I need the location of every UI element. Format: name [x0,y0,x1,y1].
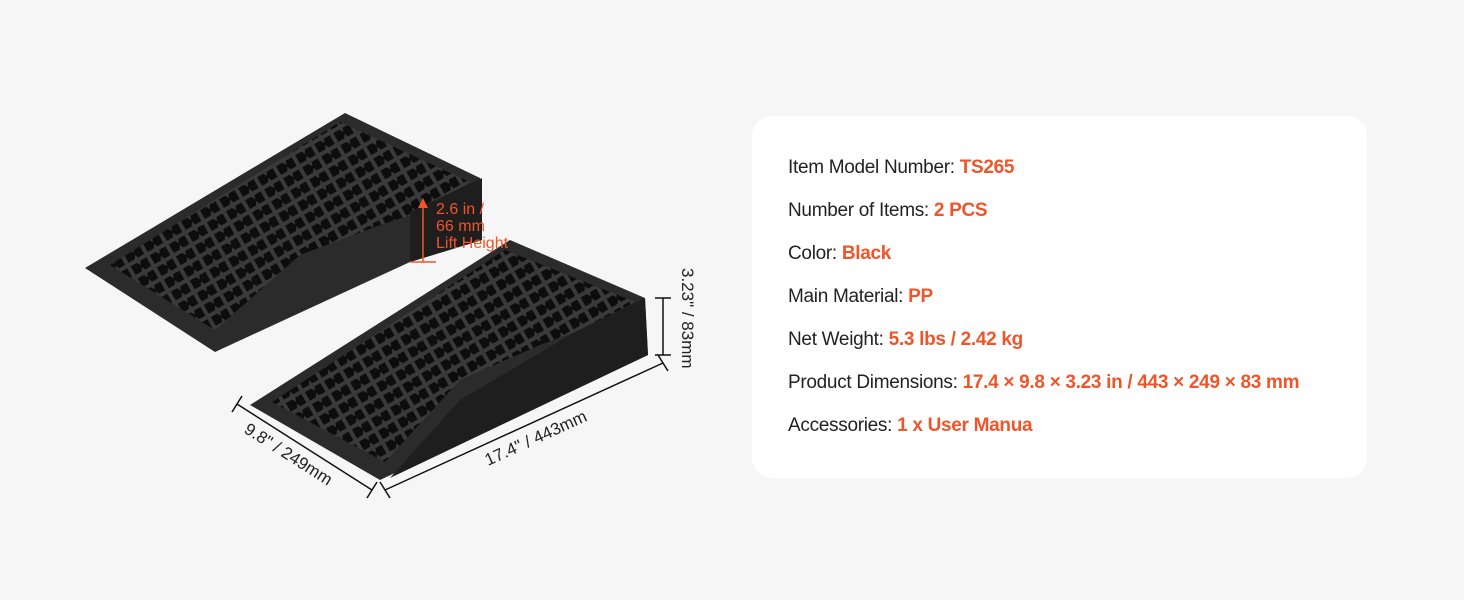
specs-card: Item Model Number: TS265 Number of Items… [752,116,1367,478]
spec-label: Accessories: [788,415,898,436]
spec-value: PP [908,286,933,307]
lift-height-annotation: 2.6 in / 66 mm Lift Height [410,198,509,263]
spec-net-weight: Net Weight: 5.3 lbs / 2.42 kg [788,329,1023,351]
lift-height-mm: 66 mm [436,218,485,235]
spec-dimensions: Product Dimensions: 17.4 × 9.8 × 3.23 in… [788,372,1299,394]
spec-value: 2 PCS [933,200,988,221]
spec-color: Color: Black [788,243,891,265]
spec-label: Number of Items: [788,200,934,221]
spec-label: Net Weight: [788,329,889,350]
spec-value: TS265 [959,157,1015,178]
product-illustration: 2.6 in / 66 mm Lift Height 3.23" / 83mm … [85,113,697,499]
arrow-up-icon [418,198,428,208]
spec-label: Main Material: [788,286,909,307]
height-dimension: 3.23" / 83mm [655,268,697,369]
spec-value: 5.3 lbs / 2.42 kg [888,329,1024,350]
spec-label: Color: [788,243,842,264]
ramp-back [85,113,482,352]
spec-value: Black [841,243,892,264]
spec-label: Product Dimensions: [788,372,963,393]
ramp-front [250,240,648,480]
height-label: 3.23" / 83mm [678,268,697,369]
spec-value: 17.4 × 9.8 × 3.23 in / 443 × 249 × 83 mm [962,372,1300,393]
spec-label: Item Model Number: [788,157,960,178]
lift-height-label: Lift Height [436,235,509,252]
spec-material: Main Material: PP [788,286,933,308]
spec-accessories: Accessories: 1 x User Manua [788,415,1033,437]
spec-number-of-items: Number of Items: 2 PCS [788,200,988,222]
lift-height-inches: 2.6 in / [436,201,485,218]
spec-value: 1 x User Manua [897,415,1033,436]
spec-model-number: Item Model Number: TS265 [788,157,1014,179]
